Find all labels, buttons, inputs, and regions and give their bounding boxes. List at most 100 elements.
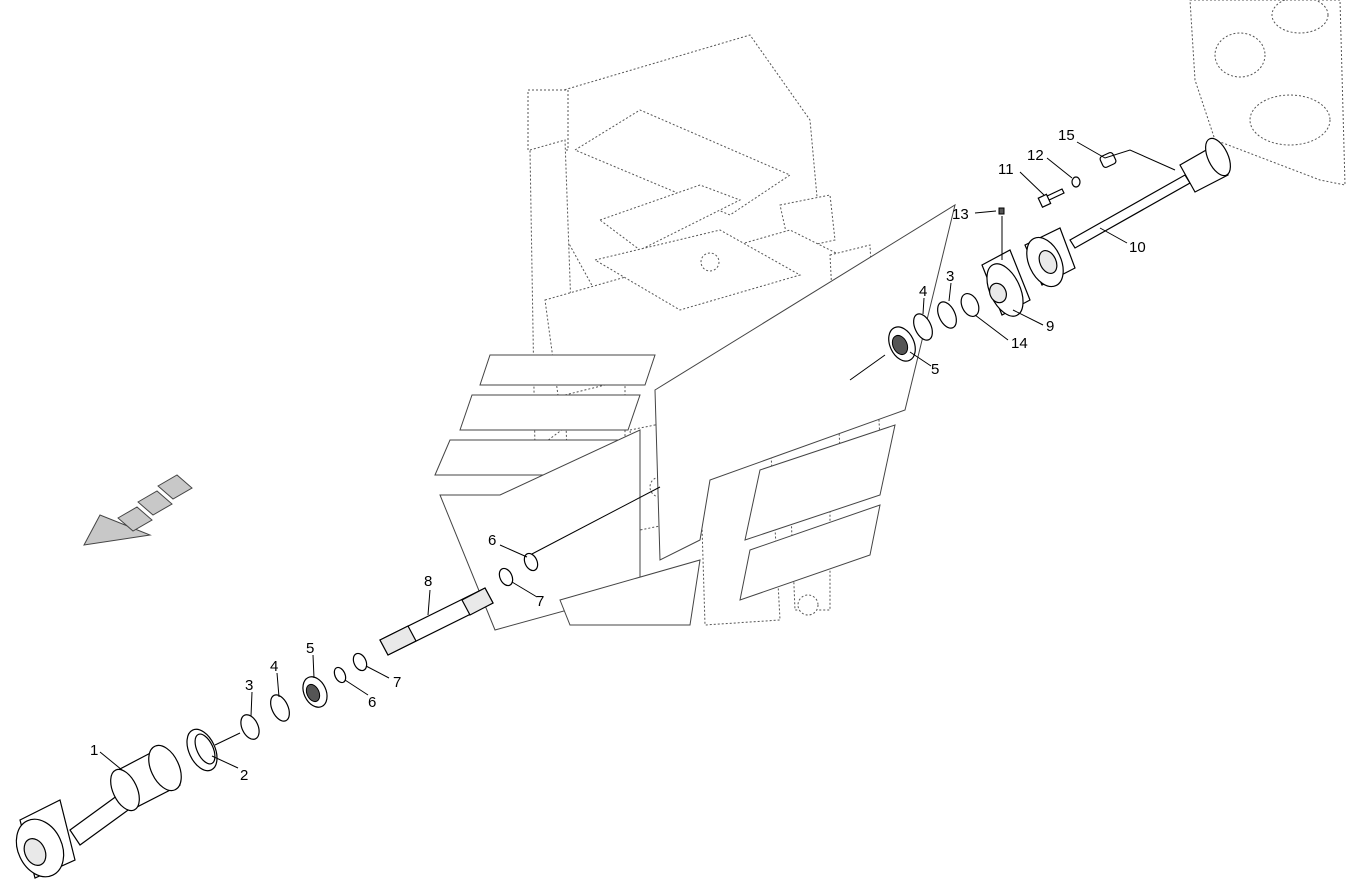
- arrow-dash-1: [117, 506, 153, 532]
- frame-bracket: [598, 184, 742, 251]
- leader-3a: [250, 691, 253, 717]
- direction-arrow-icon: [83, 474, 193, 546]
- part-4-ring-upper: [913, 313, 933, 341]
- frame-top-face: [593, 229, 802, 311]
- coupling-hub: [989, 282, 1007, 304]
- bearing-inner: [891, 334, 909, 356]
- chevron-bar-4: [744, 424, 896, 541]
- chevron-bar-2: [459, 394, 641, 431]
- callout-11: 11: [998, 161, 1014, 178]
- leader-5a: [312, 654, 315, 679]
- arrow-dash-3: [157, 474, 193, 500]
- callout-13: 13: [952, 206, 969, 223]
- axis-line-mid: [849, 354, 886, 381]
- part-3-circlip-upper: [937, 301, 957, 329]
- part-9-claw-coupling: [981, 249, 1031, 317]
- chevron-g-shape: [439, 429, 641, 631]
- leader-12: [1046, 157, 1073, 179]
- leader-6a: [344, 679, 369, 696]
- callout-14: 14: [1011, 335, 1028, 352]
- callout-6: 6: [368, 694, 376, 711]
- leader-3b: [948, 282, 952, 302]
- part-4-ring-lower: [270, 694, 290, 722]
- pto-clutch-front: [110, 768, 140, 812]
- axis-line-start: [214, 732, 241, 746]
- gearbox-hub-top: [1271, 0, 1329, 34]
- frame-rear-gearbox: [1189, 0, 1346, 186]
- callout-4: 4: [919, 283, 927, 300]
- callout-8: 8: [424, 573, 432, 590]
- callout-7: 7: [536, 593, 544, 610]
- leader-13: [974, 210, 997, 214]
- leader-14: [974, 314, 1009, 341]
- leader-9: [1012, 309, 1044, 326]
- part-5-bearing-lower: [302, 676, 328, 708]
- machine-frame: [527, 0, 1346, 626]
- part-7-ring-lower: [352, 652, 368, 672]
- pto-yoke-hub: [23, 838, 47, 866]
- callout-4: 4: [270, 658, 278, 675]
- part-14-bushing: [960, 293, 980, 317]
- part-6-ring-lower: [333, 666, 347, 684]
- part-8-splined-shaft: [379, 587, 494, 656]
- part-10-drive-shaft: [1024, 137, 1231, 288]
- leader-4a: [276, 672, 280, 698]
- shaft-spline-back: [461, 587, 494, 616]
- gearbox-hub: [1249, 94, 1331, 146]
- drive-yoke-rear-face: [1205, 137, 1231, 177]
- chevron-wing: [654, 203, 956, 561]
- part-5-bearing-upper: [888, 326, 916, 362]
- leader-2: [211, 755, 239, 769]
- callout-9: 9: [1046, 318, 1054, 335]
- axis-line-lower: [529, 486, 661, 556]
- drive-yoke-front-hub: [1038, 250, 1058, 274]
- part-11-bolt: [1037, 188, 1065, 209]
- chevron-bar-6: [559, 559, 701, 626]
- part-7-ring-upper: [498, 567, 514, 587]
- leader-10: [1099, 227, 1128, 244]
- chevron-bar-1: [479, 354, 656, 386]
- part-6-ring-upper: [523, 552, 539, 572]
- gearbox-flange: [1214, 32, 1266, 78]
- bolt-head: [1037, 193, 1052, 209]
- leader-15: [1076, 141, 1176, 171]
- leader-lines: [99, 141, 1176, 771]
- leader-4b: [922, 297, 925, 315]
- callout-3: 3: [946, 268, 954, 285]
- frame-cross-beam: [573, 109, 792, 216]
- bearing-inner: [305, 683, 321, 703]
- callout-3: 3: [245, 677, 253, 694]
- callout-10: 10: [1129, 239, 1146, 256]
- pto-clutch-back: [148, 744, 182, 792]
- part-2-clamp: [186, 728, 218, 772]
- callout-labels: 1 2 3 4 5 6 7 8 6 7 5 4 3 14 9 13 10 11 …: [90, 127, 1146, 784]
- callout-1: 1: [90, 742, 98, 759]
- callout-5: 5: [931, 361, 939, 378]
- part-3-circlip-lower: [240, 714, 260, 740]
- frame-left-block: [527, 89, 569, 151]
- part-13-screw: [998, 207, 1005, 215]
- part-1-pto-shaft: [15, 744, 182, 879]
- shaft-spline-front: [379, 625, 417, 656]
- chevron-logo: [434, 203, 956, 631]
- arrow-dash-2: [137, 490, 173, 516]
- callout-12: 12: [1027, 147, 1044, 164]
- leader-5b: [909, 351, 932, 367]
- clamp-inner: [194, 733, 216, 765]
- frame-wheel-pivot: [797, 594, 819, 616]
- callout-15: 15: [1058, 127, 1075, 144]
- part-15-nut: [1099, 151, 1117, 169]
- leader-11: [1019, 171, 1045, 196]
- nut-body: [1099, 151, 1117, 169]
- callout-6: 6: [488, 532, 496, 549]
- leader-8: [427, 589, 431, 616]
- leader-6b: [499, 544, 528, 558]
- callout-7: 7: [393, 674, 401, 691]
- callout-2: 2: [240, 767, 248, 784]
- callout-5: 5: [306, 640, 314, 657]
- leader-7a: [365, 665, 390, 679]
- leader-1: [99, 751, 123, 771]
- chevron-bar-5: [739, 504, 881, 601]
